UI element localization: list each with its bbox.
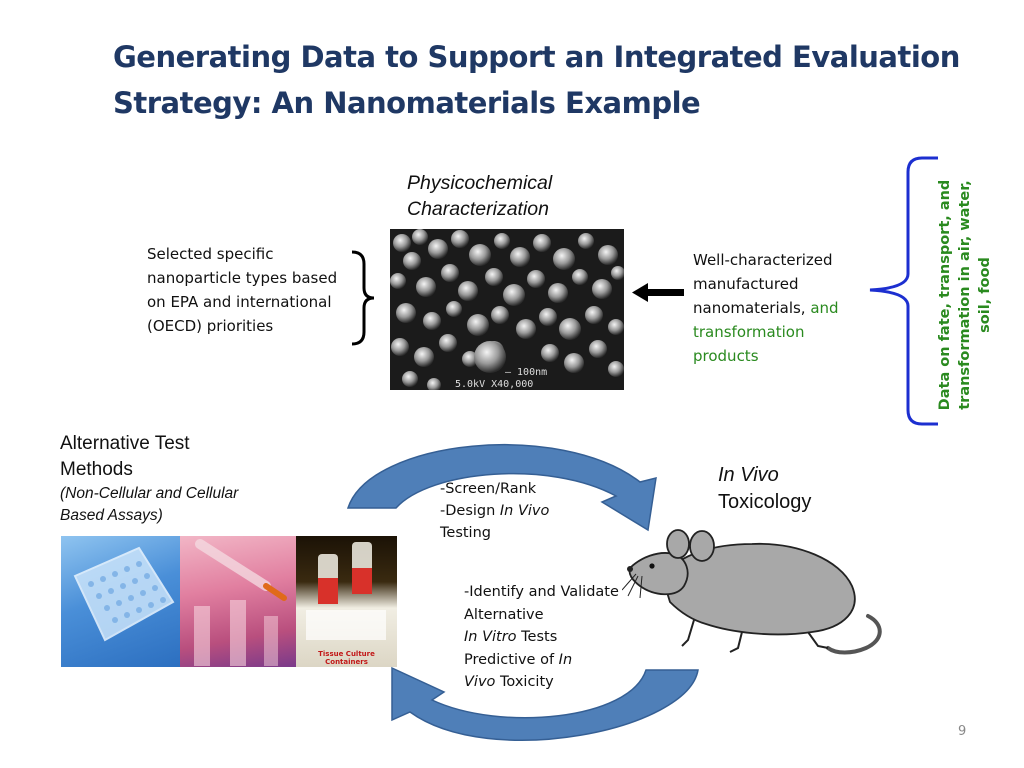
sem-info-label: 5.0kV X40,000 — [455, 379, 534, 390]
cycle-top-text: -Screen/Rank -Design In Vivo Testing — [440, 478, 590, 544]
cycle-bottom-line1: -Identify and Validate — [464, 584, 619, 600]
sem-particles-graphic — [390, 229, 624, 390]
cycle-bottom-arrow — [391, 666, 699, 741]
sem-scale-label: — 100nm 5.0kV X40,000 — [455, 367, 547, 391]
selected-types-note: Selected specific nanoparticle types bas… — [147, 245, 338, 335]
cycle-bottom-line2: Alternative — [464, 606, 544, 623]
cycle-bottom-line5-plain: Toxicity — [495, 674, 554, 690]
cycle-top-arrow — [346, 444, 657, 532]
well-plate-photo — [61, 536, 180, 667]
cycle-bottom-line3-italic: In Vitro — [464, 629, 517, 645]
sem-nanoparticle-image — [390, 229, 624, 390]
curly-brace-icon — [351, 250, 375, 346]
in-vivo-plain: Toxicology — [718, 491, 812, 513]
well-characterized-text: Well-characterized manufactured nanomate… — [693, 251, 833, 317]
slide-title: Generating Data to Support an Integrated… — [113, 40, 960, 120]
cycle-bottom-line4-plain: Predictive of — [464, 651, 559, 668]
well-plate-graphic — [73, 546, 175, 642]
physchem-heading: Physicochemical Characterization — [407, 172, 553, 220]
cycle-bottom-line4: Predictive of In — [464, 649, 644, 672]
pipette-photo — [180, 536, 296, 667]
left-arrow-icon — [632, 283, 684, 302]
sem-scale-bar-label: — 100nm — [505, 367, 548, 378]
alt-methods-title: Alternative Test Methods — [60, 433, 190, 480]
culture-flasks-graphic — [306, 542, 386, 640]
cycle-arrows-graphic — [346, 444, 699, 741]
cycle-bottom-line5-italic: Vivo — [464, 674, 496, 690]
well-characterized-note: Well-characterized manufactured nanomate… — [693, 248, 863, 368]
cycle-top-line2: -Design In Vivo — [440, 500, 590, 522]
in-vivo-label: In Vivo Toxicology — [718, 462, 858, 516]
tissue-culture-photo: Tissue Culture Containers — [296, 536, 397, 667]
cycle-bottom-text: -Identify and Validate Alternative In Vi… — [464, 581, 644, 694]
cycle-top-line2-plain: -Design — [440, 503, 500, 519]
cycle-top-line2-italic: In Vivo — [499, 503, 550, 519]
transformation-products-text: and transformation products — [693, 299, 839, 365]
rat-icon — [622, 529, 882, 655]
fate-transport-panel: Data on fate, transport, and transformat… — [905, 160, 1024, 430]
cycle-top-line1: -Screen/Rank — [440, 481, 537, 497]
cycle-bottom-line4-italic: In — [558, 651, 573, 668]
cycle-bottom-line5: Vivo Toxicity — [464, 671, 644, 694]
cycle-top-line3: Testing — [440, 525, 491, 541]
cycle-bottom-line3-plain: Tests — [516, 629, 558, 645]
in-vivo-italic: In Vivo — [718, 464, 779, 486]
alt-methods-subtitle: (Non-Cellular and Cellular Based Assays) — [60, 485, 239, 524]
side-bracket-icon — [869, 156, 938, 426]
pipette-graphic — [194, 539, 287, 666]
fate-transport-text: Data on fate, transport, and transformat… — [937, 179, 993, 411]
page-number: 9 — [958, 724, 967, 739]
tissue-culture-caption: Tissue Culture Containers — [318, 650, 375, 666]
cycle-bottom-line3: In Vitro Tests — [464, 626, 644, 649]
